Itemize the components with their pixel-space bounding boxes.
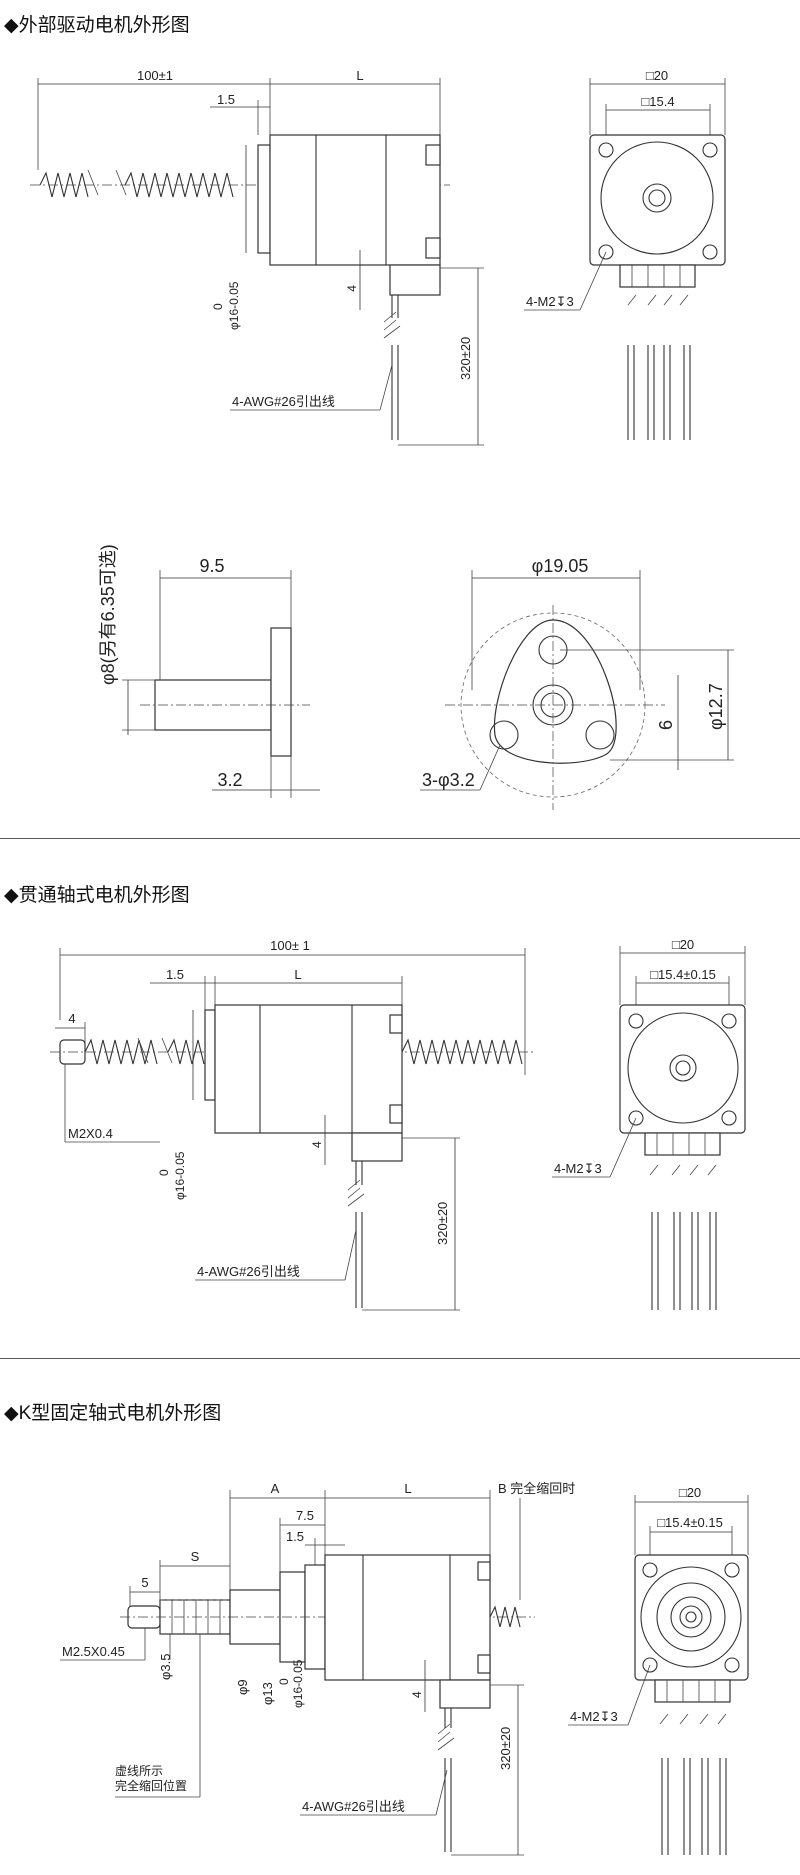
dim-square-outer: □20 xyxy=(646,68,668,83)
through-shaft-drawing: 100± 1 1.5 L 4 4 0 φ16- xyxy=(50,937,746,1311)
dim-square-outer: □20 xyxy=(672,937,694,952)
dim-thread: M2X0.4 xyxy=(68,1126,113,1141)
dim-length-total: 100±1 xyxy=(137,68,173,83)
dim-screw-holes: 4-M2↧3 xyxy=(526,294,574,309)
fixed-shaft xyxy=(120,1564,535,1670)
dim-body-length: L xyxy=(404,1481,411,1496)
dim-flange-height: φ12.7 xyxy=(706,683,726,730)
dim-nut-length: 9.5 xyxy=(199,556,224,576)
motor-body xyxy=(214,1004,403,1134)
lead-wires xyxy=(383,295,401,440)
dim-a: A xyxy=(271,1481,280,1496)
dim-1-5: 1.5 xyxy=(286,1529,304,1544)
dim-boss-value: φ16-0.05 xyxy=(227,281,241,330)
dim-dia-13: φ13 xyxy=(260,1682,275,1705)
lead-wires xyxy=(347,1161,365,1308)
dim-boss-value: φ16-0.05 xyxy=(291,1659,305,1708)
dim-length-total: 100± 1 xyxy=(270,938,310,953)
section-through-shaft: ◆贯通轴式电机外形图 100± 1 1.5 L 4 xyxy=(0,840,800,1360)
dim-body-length: L xyxy=(356,68,363,83)
external-drive-drawing: 100±1 L 1.5 4 0 xyxy=(30,68,734,810)
dim-retract-note: B 完全缩回时 xyxy=(498,1481,575,1496)
dim-boss-label: 0 xyxy=(157,1169,171,1176)
dim-square-inner: □15.4±0.15 xyxy=(657,1515,723,1530)
dashed-note-2: 完全缩回位置 xyxy=(115,1778,187,1793)
dim-dia-3-5: φ3.5 xyxy=(158,1653,173,1680)
dim-screw-holes: 4-M2↧3 xyxy=(554,1161,602,1176)
dim-thread: M2.5X0.45 xyxy=(62,1644,125,1659)
dim-wire-offset: 4 xyxy=(410,1691,424,1698)
dim-7-5: 7.5 xyxy=(296,1508,314,1523)
dim-wire-offset: 4 xyxy=(310,1141,324,1148)
section-title: ◆K型固定轴式电机外形图 xyxy=(4,1403,222,1424)
section-external-drive: ◆外部驱动电机外形图 100±1 L 1.5 xyxy=(0,0,800,840)
motor-body xyxy=(324,1554,491,1681)
wire-note: 4-AWG#26引出线 xyxy=(302,1799,405,1814)
divider xyxy=(0,838,800,839)
motor-boss xyxy=(204,1009,216,1101)
dim-square-outer: □20 xyxy=(679,1485,701,1500)
dim-shaft-offset: 1.5 xyxy=(166,967,184,982)
dim-5: 5 xyxy=(141,1575,148,1590)
section-k-fixed-shaft: ◆K型固定轴式电机外形图 A L B 完全缩回时 7.5 1.5 S 5 xyxy=(0,1360,800,1875)
motor-body xyxy=(269,134,441,266)
dim-screw-holes: 4-M2↧3 xyxy=(570,1709,618,1724)
wire-exit xyxy=(439,1679,491,1709)
section-title: ◆外部驱动电机外形图 xyxy=(4,15,190,36)
motor-boss xyxy=(257,144,271,254)
dim-wire-offset: 4 xyxy=(345,285,359,292)
dim-shaft-offset: 1.5 xyxy=(217,92,235,107)
dim-square-inner: □15.4±0.15 xyxy=(650,967,716,982)
lead-nut-side-view: φ8(另有6.35可选) 9.5 3.2 xyxy=(98,544,320,798)
dim-wire-length: 320±20 xyxy=(498,1727,513,1770)
dim-flange-holes: 3-φ3.2 xyxy=(422,770,475,790)
dashed-note-1: 虚线所示 xyxy=(115,1764,163,1778)
section-title: ◆贯通轴式电机外形图 xyxy=(4,885,190,906)
dim-s: S xyxy=(191,1549,200,1564)
lead-nut-front-view: φ19.05 φ12.7 6 3-φ3.2 xyxy=(420,556,734,810)
dim-flange-thickness: 3.2 xyxy=(217,770,242,790)
dim-wire-length: 320±20 xyxy=(435,1202,450,1245)
dim-boss-label: 0 xyxy=(211,303,225,310)
dim-boss-value: φ16-0.05 xyxy=(173,1151,187,1200)
k-fixed-shaft-drawing: A L B 完全缩回时 7.5 1.5 S 5 xyxy=(60,1481,749,1856)
dim-hole-offset: 6 xyxy=(656,720,676,730)
dim-flange-width: φ19.05 xyxy=(532,556,589,576)
dim-wire-length: 320±20 xyxy=(458,337,473,380)
wire-note: 4-AWG#26引出线 xyxy=(197,1264,300,1279)
dim-square-inner: □15.4 xyxy=(641,94,674,109)
divider xyxy=(0,1358,800,1359)
wire-exit xyxy=(351,1132,403,1162)
dim-end-length: 4 xyxy=(68,1011,75,1026)
dim-body-length: L xyxy=(294,967,301,982)
lead-screw xyxy=(50,1037,535,1065)
wire-note: 4-AWG#26引出线 xyxy=(232,394,335,409)
dim-dia-9: φ9 xyxy=(235,1679,250,1695)
wire-exit xyxy=(389,264,441,296)
motor-front-view: □20 □15.4 4-M2↧3 xyxy=(524,68,726,440)
dim-boss-label: 0 xyxy=(277,1678,291,1685)
motor-front-view: □20 □15.4±0.15 4-M2↧3 xyxy=(568,1485,749,1855)
motor-front-view: □20 □15.4±0.15 4-M2↧3 xyxy=(552,937,746,1310)
dim-nut-dia: φ8(另有6.35可选) xyxy=(98,544,118,685)
lead-wires xyxy=(437,1708,455,1852)
